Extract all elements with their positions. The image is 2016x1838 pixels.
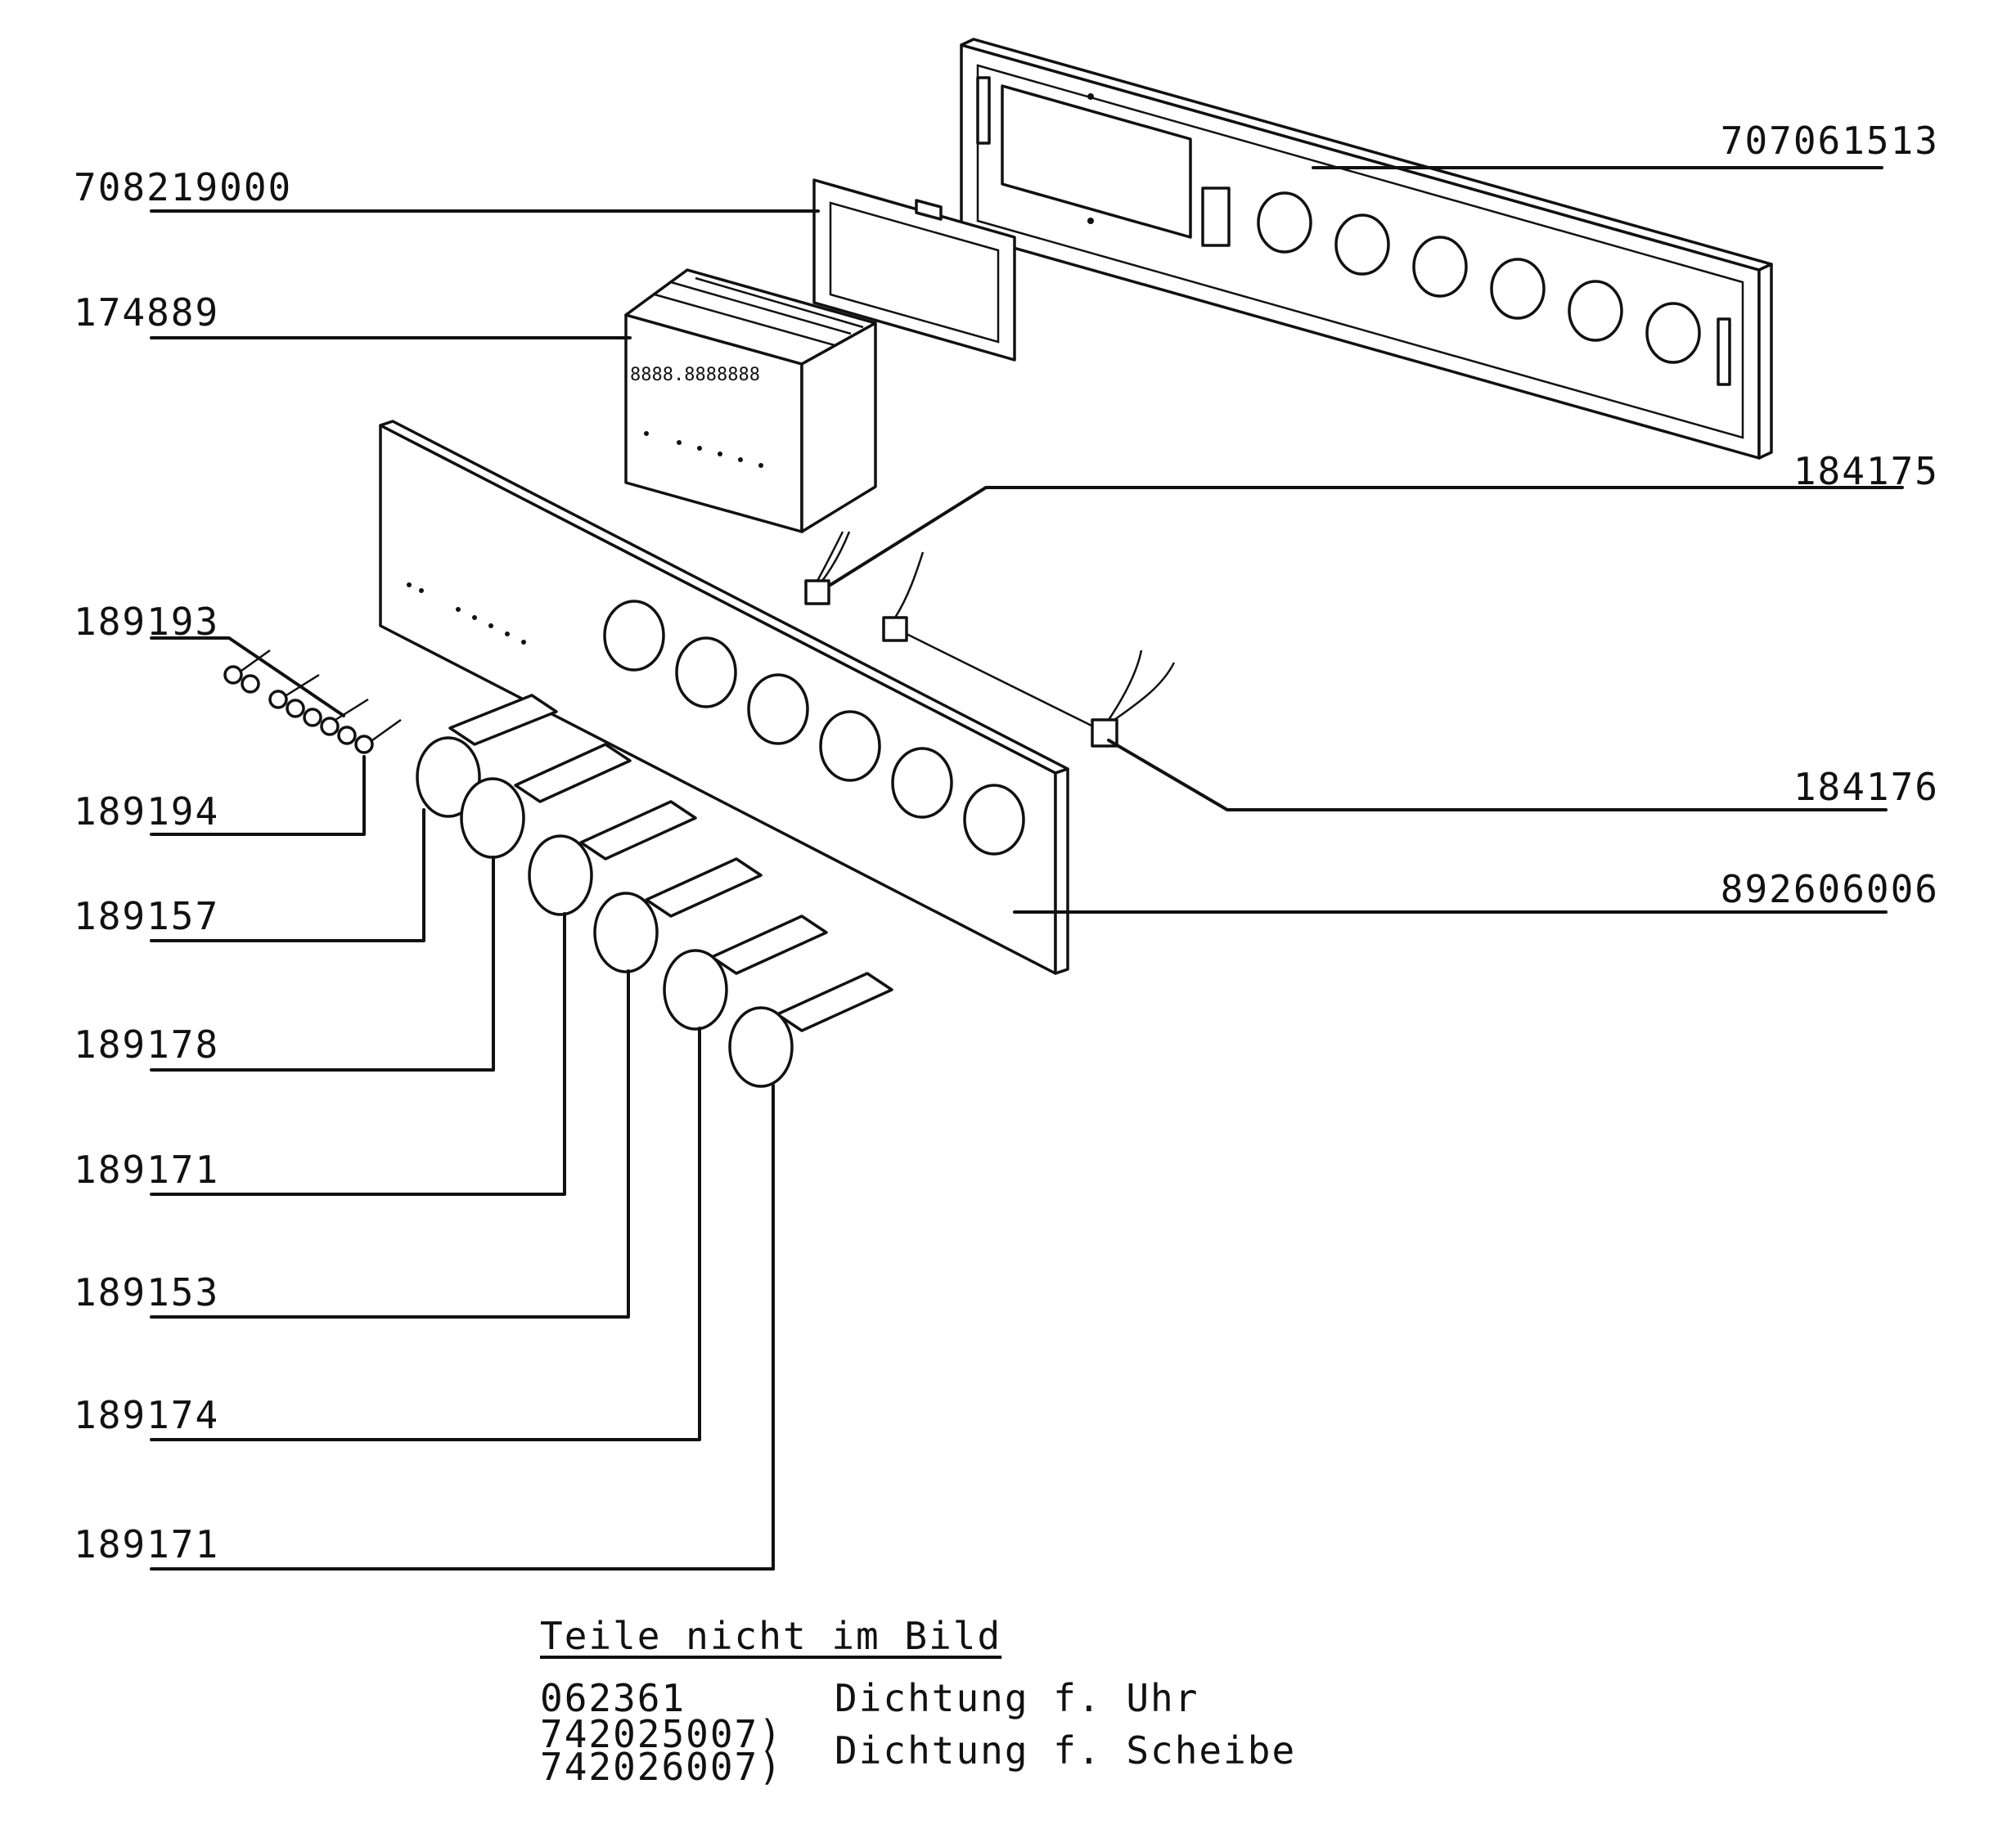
display-window [812,178,1016,362]
leader-189194 [150,755,366,836]
indicator-lenses [223,649,402,754]
note-description: Dichtung f. Uhr [835,1676,1199,1720]
leader-lines [150,166,1904,1571]
lamp-holders [804,531,1176,748]
clock-module: 8888.8888888 [624,268,877,533]
label-184175: 184175 [1793,449,1939,493]
parts-not-shown-heading: Teile nicht im Bild [540,1614,1002,1658]
note-part-number: 742025007) [540,1712,783,1756]
rear-control-frame [960,38,1773,460]
label-189193: 189193 [74,600,219,644]
note-part-numbers: 742025007) 742026007) [540,1712,835,1789]
knob-3 [528,800,697,916]
leader-184176 [1107,739,1888,811]
label-189171-b: 189171 [74,1522,219,1566]
note-row: 062361 Dichtung f. Uhr [540,1676,1296,1720]
label-189178: 189178 [74,1022,219,1067]
label-707061513: 707061513 [1721,119,1939,163]
label-189153: 189153 [74,1270,219,1314]
knob-6 [728,972,893,1088]
knob-1 [416,694,558,818]
control-knobs [416,694,893,1088]
leader-189157 [150,808,425,942]
note-part-number: 742026007) [540,1745,783,1789]
label-184176: 184176 [1793,765,1939,809]
knob-5 [663,915,828,1031]
leader-189178 [150,856,495,1072]
label-189171-a: 189171 [74,1148,219,1192]
leader-189174 [150,1027,701,1441]
leader-189193 [150,636,345,717]
label-189174: 189174 [74,1393,219,1437]
leader-189153 [150,969,630,1319]
note-description: Dichtung f. Scheibe [835,1728,1297,1773]
note-row: 742025007) 742026007) Dichtung f. Scheib… [540,1712,1297,1789]
note-part-number: 062361 [540,1676,686,1720]
leader-189171b [150,1084,775,1571]
knob-2 [460,743,632,859]
part-labels: 707061513 708219000 174889 184175 189193… [74,119,1939,1566]
svg-text:8888.8888888: 8888.8888888 [630,365,760,385]
label-189194: 189194 [74,789,219,834]
label-189157: 189157 [74,894,219,938]
front-glass-panel [379,420,1069,975]
knob-4 [593,857,763,973]
leader-189171a [150,912,566,1196]
leader-184175 [829,486,1904,586]
label-174889: 174889 [74,290,219,335]
label-892606006: 892606006 [1721,867,1939,911]
parts-not-shown: Teile nicht im Bild 062361 Dichtung f. U… [540,1614,1297,1789]
label-708219000: 708219000 [74,165,292,209]
